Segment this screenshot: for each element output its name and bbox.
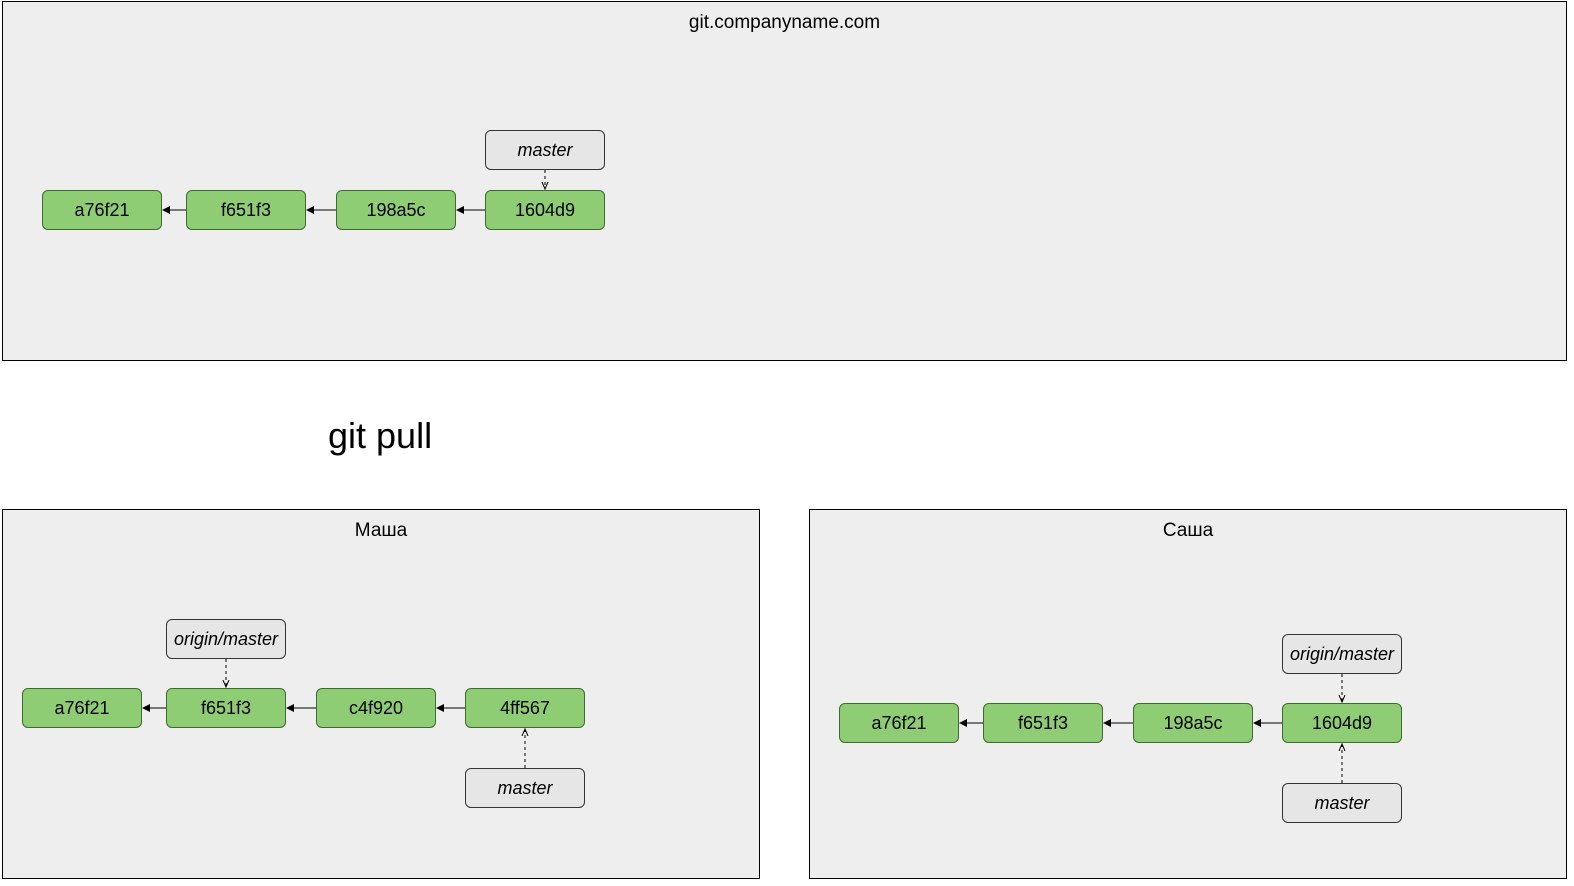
masha-origin-master-ref: origin/master	[166, 619, 286, 659]
remote-commit-a76f21: a76f21	[42, 190, 162, 230]
sasha-commit-1604d9: 1604d9	[1282, 703, 1402, 743]
remote-commit-f651f3: f651f3	[186, 190, 306, 230]
masha-commit-a76f21: a76f21	[22, 688, 142, 728]
sasha-repo-panel: Саша	[809, 509, 1567, 879]
masha-commit-f651f3: f651f3	[166, 688, 286, 728]
masha-commit-4ff567: 4ff567	[465, 688, 585, 728]
remote-repo-panel: git.companyname.com	[2, 1, 1567, 361]
remote-master-ref: master	[485, 130, 605, 170]
masha-commit-c4f920: c4f920	[316, 688, 436, 728]
git-pull-caption: git pull	[328, 415, 433, 456]
masha-master-ref: master	[465, 768, 585, 808]
remote-commit-198a5c: 198a5c	[336, 190, 456, 230]
sasha-commit-198a5c: 198a5c	[1133, 703, 1253, 743]
sasha-repo-title: Саша	[1162, 520, 1214, 541]
remote-commit-1604d9: 1604d9	[485, 190, 605, 230]
sasha-commit-f651f3: f651f3	[983, 703, 1103, 743]
masha-repo-title: Маша	[354, 520, 408, 541]
sasha-master-ref: master	[1282, 783, 1402, 823]
remote-repo-title: git.companyname.com	[688, 12, 881, 33]
sasha-commit-a76f21: a76f21	[839, 703, 959, 743]
sasha-origin-master-ref: origin/master	[1282, 634, 1402, 674]
